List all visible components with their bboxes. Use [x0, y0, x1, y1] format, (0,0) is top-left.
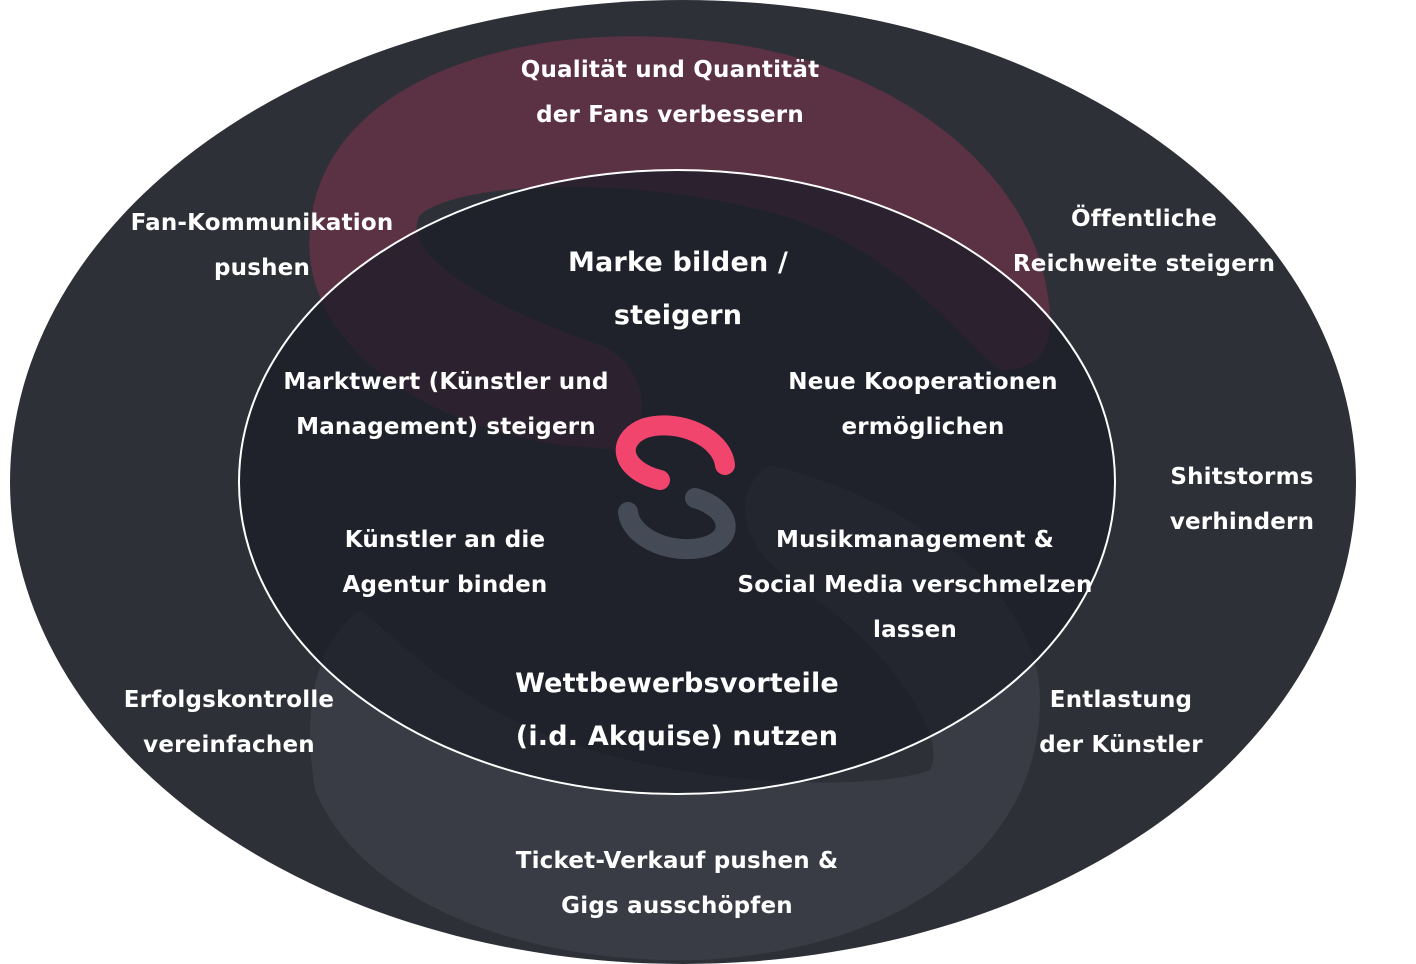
outer-label-erfolgskontrolle: Erfolgskontrolle vereinfachen: [124, 678, 334, 768]
label-line: Agentur binden: [342, 572, 548, 598]
label-line: pushen: [213, 255, 311, 281]
label-line: Öffentliche: [1070, 206, 1218, 232]
label-line: der Fans verbessern: [536, 102, 804, 128]
label-line: Marktwert (Künstler und: [283, 369, 609, 395]
chain-link-logo-icon: [615, 415, 736, 560]
logo-pink-arc: [615, 415, 735, 490]
label-line: steigern: [613, 300, 743, 331]
label-line: Reichweite steigern: [1012, 251, 1276, 277]
inner-label-kuenstler-binden: Künstler an die Agentur binden: [343, 518, 548, 608]
inner-ellipse: [238, 169, 1116, 795]
label-line: Wettbewerbsvorteile: [515, 668, 839, 699]
label-line: (i.d. Akquise) nutzen: [515, 721, 839, 752]
label-line: der Künstler: [1039, 732, 1203, 758]
outer-label-fan-kommunikation: Fan-Kommunikation pushen: [131, 201, 394, 291]
label-line: Erfolgskontrolle: [123, 687, 335, 713]
label-line: Social Media verschmelzen: [737, 572, 1093, 598]
label-line: Künstler an die: [344, 527, 546, 553]
label-line: Qualität und Quantität: [520, 57, 820, 83]
label-line: Neue Kooperationen: [788, 369, 1058, 395]
outer-label-reichweite: Öffentliche Reichweite steigern: [1013, 197, 1275, 287]
label-line: Marke bilden /: [567, 247, 789, 278]
inner-label-musikmanagement: Musikmanagement & Social Media verschmel…: [737, 518, 1092, 653]
label-line: Ticket-Verkauf pushen &: [515, 848, 839, 874]
outer-label-shitstorms: Shitstorms verhindern: [1170, 455, 1314, 545]
label-line: verhindern: [1169, 509, 1315, 535]
label-line: Entlastung: [1049, 687, 1193, 713]
label-line: ermöglichen: [841, 414, 1005, 440]
label-line: Gigs ausschöpfen: [561, 893, 793, 919]
inner-label-wettbewerb: Wettbewerbsvorteile (i.d. Akquise) nutze…: [515, 657, 839, 763]
logo-gray-arc: [618, 488, 736, 560]
outer-label-entlastung: Entlastung der Künstler: [1039, 678, 1203, 768]
label-line: Shitstorms: [1170, 464, 1314, 490]
label-line: Management) steigern: [296, 414, 596, 440]
inner-label-kooperationen: Neue Kooperationen ermöglichen: [788, 360, 1057, 450]
label-line: lassen: [873, 617, 957, 643]
outer-label-ticket: Ticket-Verkauf pushen & Gigs ausschöpfen: [516, 839, 839, 929]
label-line: vereinfachen: [143, 732, 315, 758]
label-line: Musikmanagement &: [776, 527, 1054, 553]
inner-label-marke: Marke bilden / steigern: [568, 236, 788, 342]
label-line: Fan-Kommunikation: [130, 210, 394, 236]
outer-label-fans: Qualität und Quantität der Fans verbesse…: [521, 48, 820, 138]
inner-label-marktwert: Marktwert (Künstler und Management) stei…: [283, 360, 608, 450]
